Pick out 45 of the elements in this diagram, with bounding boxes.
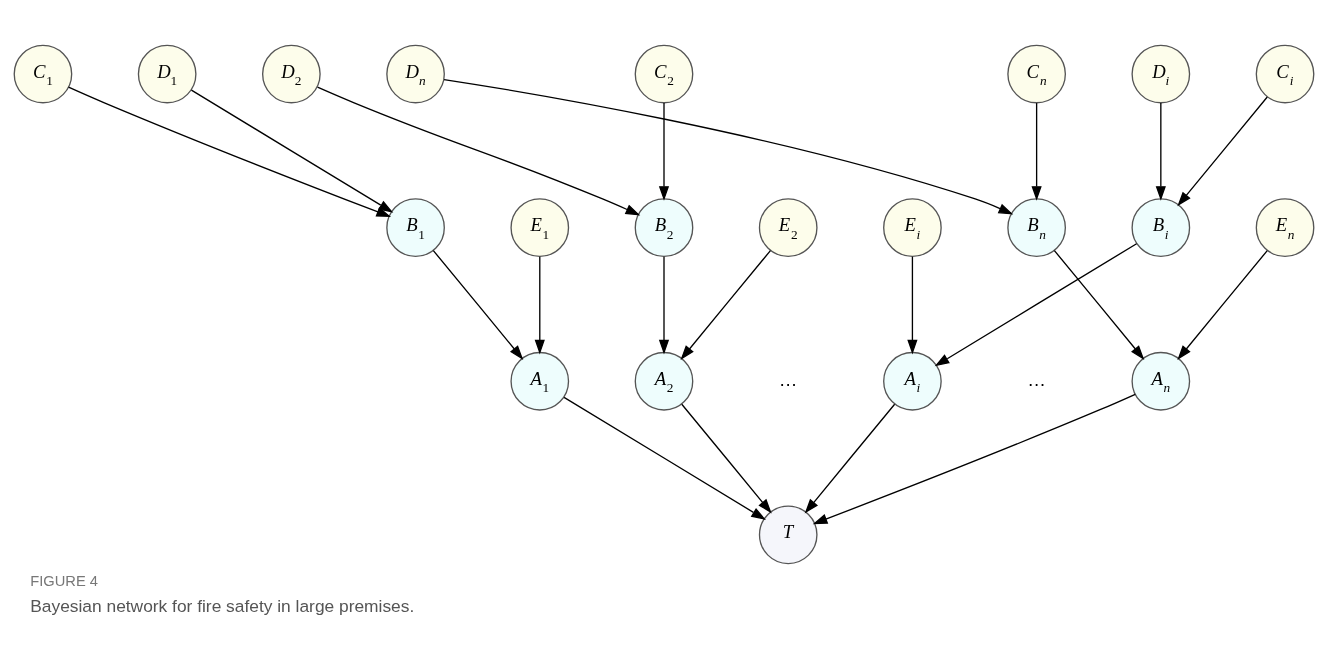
node-circle: A$_{n}$ [1131,351,1191,411]
arrow [563,396,766,520]
node-circle: B$_{i}$ [1131,197,1191,257]
node-circle: E$_{1}$ [510,197,570,257]
arrow [658,255,670,354]
arrow [534,255,545,354]
label: … [1027,368,1046,390]
node-circle: B$_{2}$ [634,197,694,257]
node-circle: C$_{1}$ [13,44,73,103]
node-circle: D$_{i}$ [1131,44,1191,103]
node-circle: A$_{1}$ [510,351,570,411]
node-circle: D$_{2}$ [262,44,321,103]
arrow [1177,249,1268,360]
node-circle: E$_{2}$ [758,197,818,257]
arrow [812,393,1136,524]
node-circle: B$_{1}$ [386,197,445,257]
node-circle: A$_{i}$ [883,351,942,411]
node-circle: C$_{2}$ [634,44,694,103]
caption: Bayesian network for fire safety in large premises. [30,595,415,616]
arrow [432,249,524,360]
arrow [1155,101,1166,201]
node-circle: C$_{i}$ [1255,44,1315,103]
arrow [680,249,772,360]
arrow [316,85,641,215]
node-circle: E$_{i}$ [883,197,942,257]
arrow [1053,249,1145,360]
node-circle: C$_{n}$ [1007,44,1066,103]
arrow [907,255,918,354]
node-circle: T [758,504,818,564]
arrow [658,101,670,201]
arrow [190,88,394,213]
arrow [443,78,1014,214]
arrow [934,242,1138,366]
arrow [1031,101,1042,201]
arrow [67,85,392,217]
node-circle: E$_{n}$ [1255,197,1315,257]
node-circle: A$_{2}$ [634,351,694,411]
node-circle: D$_{1}$ [137,44,197,103]
arrow [681,403,772,513]
node-circle: D$_{n}$ [386,44,445,103]
arrow [1177,95,1268,206]
label: … [778,368,798,390]
diagram-title: FIGURE 4 [30,572,99,589]
arrow [804,403,896,513]
node-circle: B$_{n}$ [1007,197,1066,257]
